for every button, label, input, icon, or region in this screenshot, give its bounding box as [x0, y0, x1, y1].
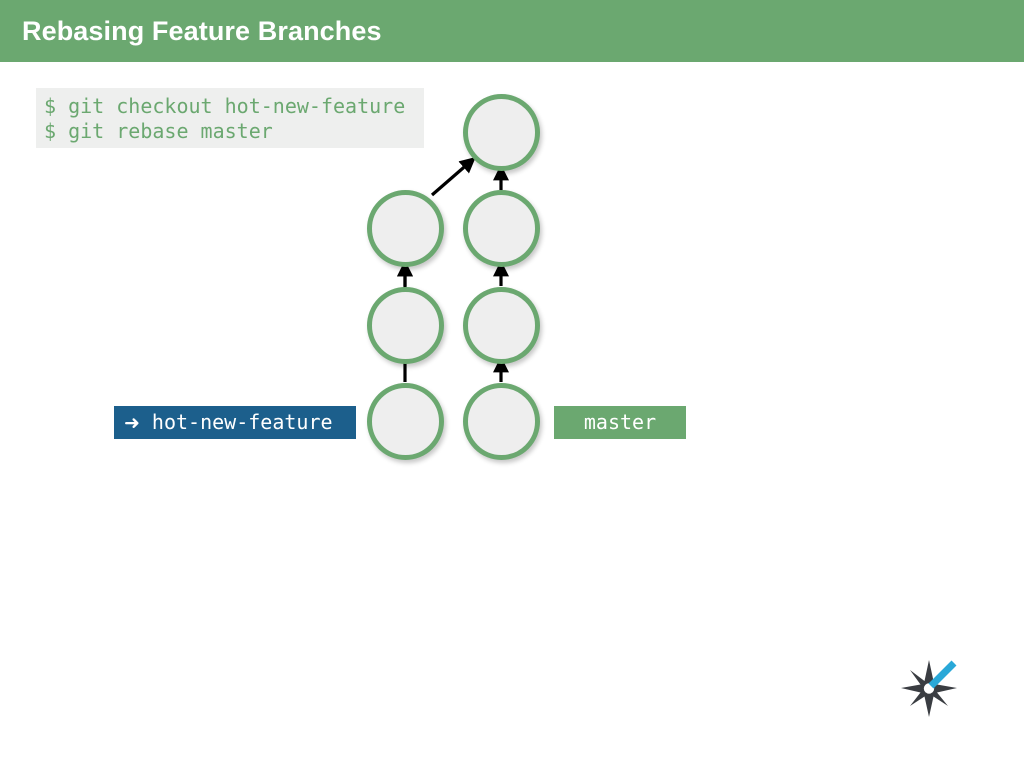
commit-node-top-merge-commit [462, 93, 540, 171]
branch-label-master[interactable]: master [554, 406, 686, 439]
star-burst-logo [901, 660, 957, 717]
commit-node-left-commit-1 [366, 382, 444, 460]
commit-node-right-commit-1 [462, 382, 540, 460]
blue-slash-icon [928, 660, 957, 689]
commit-arrow-edge-left-3-to-top-diagonal [430, 156, 476, 197]
terminal-command-block: $ git checkout hot-new-feature $ git reb… [36, 88, 424, 148]
commit-node-right-commit-2 [462, 286, 540, 364]
commit-node-left-commit-2 [366, 286, 444, 364]
branch-label-hot-new-feature[interactable]: ➜ hot-new-feature [114, 406, 356, 439]
command-line-1: $ git checkout hot-new-feature [44, 94, 406, 118]
page-title: Rebasing Feature Branches [22, 16, 382, 46]
slide-header-bar [0, 0, 1024, 62]
commit-node-right-commit-3 [462, 189, 540, 267]
branch-name-text: hot-new-feature [151, 410, 333, 434]
commit-node-left-commit-3 [366, 189, 444, 267]
head-pointer-arrow-icon: ➜ [124, 412, 140, 434]
command-line-2: $ git rebase master [44, 119, 273, 143]
